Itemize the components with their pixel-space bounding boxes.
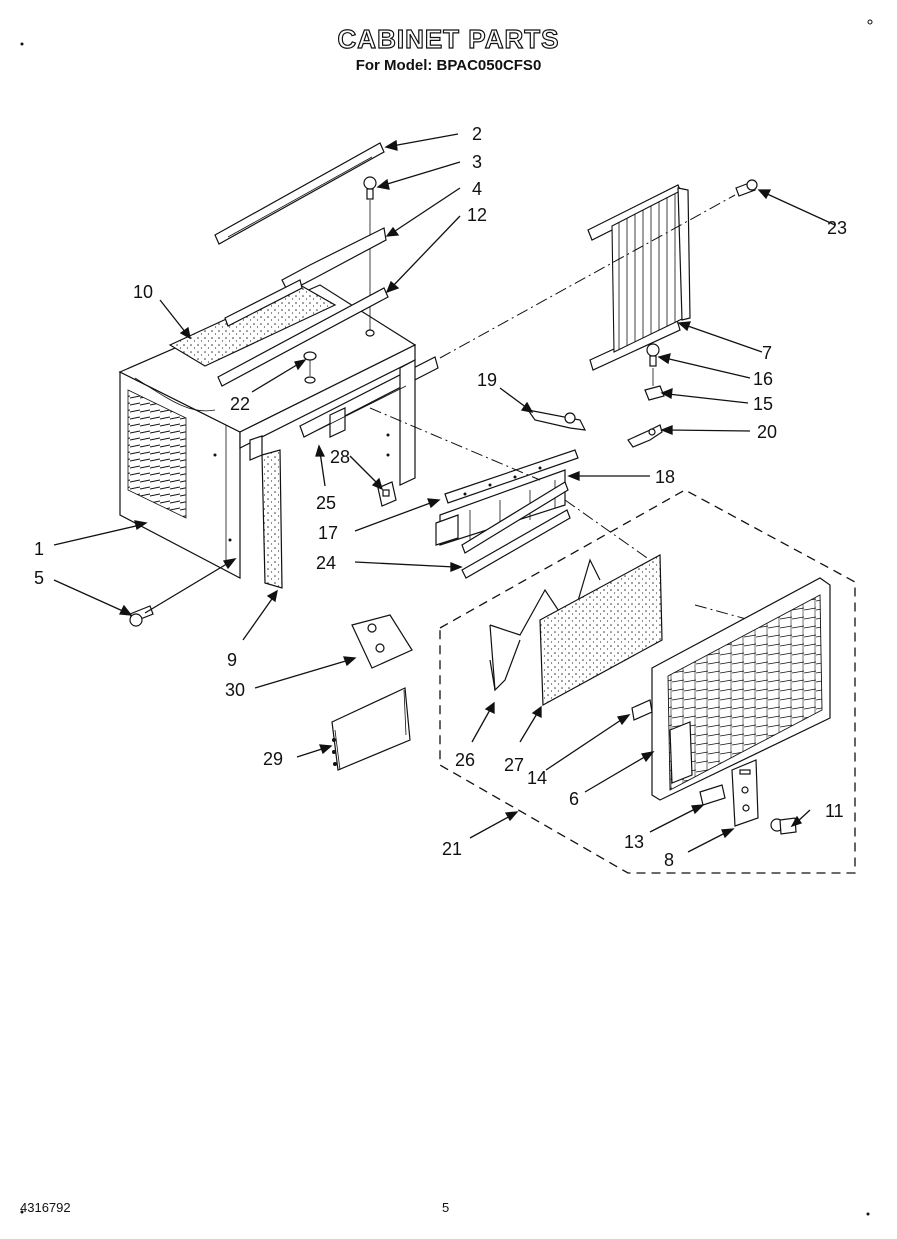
callout-26: 26 [455, 750, 475, 770]
callout-19: 19 [477, 370, 497, 390]
part-16-screw [646, 343, 660, 386]
part-3-screw [363, 176, 377, 330]
callout-14: 14 [527, 768, 547, 788]
model-subtitle: For Model: BPAC050CFS0 [355, 57, 542, 74]
callout-18: 18 [655, 467, 675, 487]
part-21-front-assembly-group [439, 489, 856, 874]
callout-15: 15 [753, 394, 773, 414]
callout-leaders [53, 133, 836, 853]
callout-25: 25 [316, 493, 336, 513]
callout-12: 12 [467, 205, 487, 225]
callout-labels: 2 3 4 12 10 22 23 7 16 15 20 19 18 28 25… [34, 124, 847, 870]
callout-8: 8 [664, 850, 674, 870]
callout-29: 29 [263, 749, 283, 769]
part-28-clip [377, 481, 397, 507]
page-title: CABINET PARTS [337, 23, 560, 54]
part-30-bracket [351, 614, 413, 669]
document-number: 4316792 [20, 1200, 71, 1215]
part-13-foam-block [699, 784, 726, 806]
page-number: 5 [442, 1200, 450, 1215]
part-7-condenser-panel [587, 184, 691, 371]
part-8-control-plate [731, 759, 759, 827]
callout-30: 30 [225, 680, 245, 700]
part-5-screw [129, 605, 154, 627]
part-14-foam-block [631, 699, 653, 721]
part-20-clip [627, 424, 663, 448]
part-12-side-rail [217, 279, 389, 387]
callout-22: 22 [230, 394, 250, 414]
part-23-screw [735, 179, 758, 197]
part-22-grommet [303, 329, 375, 384]
part-18-vane-housing [435, 469, 566, 546]
callout-21: 21 [442, 839, 462, 859]
callout-5: 5 [34, 568, 44, 588]
part-17-deflector [444, 449, 579, 504]
part-11-knob [770, 817, 797, 835]
part-24-lower-rail [461, 481, 571, 579]
callout-9: 9 [227, 650, 237, 670]
part-29-board [331, 687, 411, 771]
callout-4: 4 [472, 179, 482, 199]
callout-23: 23 [827, 218, 847, 238]
callout-28: 28 [330, 447, 350, 467]
callout-6: 6 [569, 789, 579, 809]
callout-27: 27 [504, 755, 524, 775]
callout-16: 16 [753, 369, 773, 389]
callout-2: 2 [472, 124, 482, 144]
callout-7: 7 [762, 343, 772, 363]
callout-11: 11 [825, 801, 844, 821]
part-26-wire-bracket [489, 558, 601, 692]
corner-marks [20, 19, 873, 1216]
part-25-frame [299, 356, 439, 486]
part-6-front-grille [651, 577, 831, 801]
callout-1: 1 [34, 539, 44, 559]
part-27-filter [539, 554, 663, 706]
part-19-bracket [526, 409, 587, 431]
part-15-washer [644, 385, 665, 401]
assembly-leader-lines [369, 194, 751, 621]
callout-20: 20 [757, 422, 777, 442]
callout-3: 3 [472, 152, 482, 172]
callout-17: 17 [318, 523, 338, 543]
part-9-side-seal [249, 435, 283, 589]
part-2-upper-rail [214, 142, 385, 245]
callout-13: 13 [624, 832, 644, 852]
callout-10: 10 [133, 282, 153, 302]
callout-24: 24 [316, 553, 336, 573]
